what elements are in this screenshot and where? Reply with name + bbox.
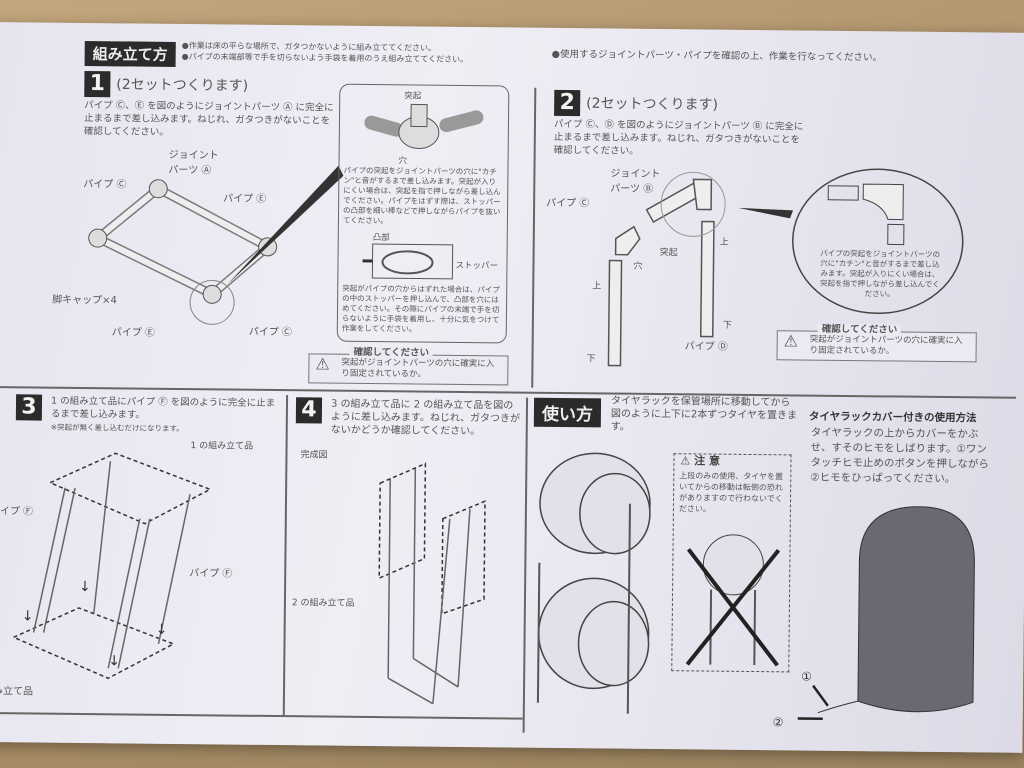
instruction-sheet: 組み立て方 ●作業は床の平らな場所で、ガタつかないように組み立ててください。 ●… <box>0 22 1024 753</box>
warning-icon: ⚠ <box>315 354 330 374</box>
label-hole: 穴 <box>398 156 408 167</box>
step-number: 4 <box>295 397 323 424</box>
warning-icon: ⚠ <box>783 331 799 351</box>
usage-title: 使い方 <box>533 397 602 428</box>
divider <box>522 397 528 733</box>
step3-text: 1 の組み立て品にパイプ Ⓕ を図のように完全に止まるまで差し込みます。 <box>50 395 276 421</box>
cover-text: タイヤラックの上からカバーをかぶせ、すそのヒモをしばります。①ワンタッチヒモ止め… <box>810 426 989 486</box>
label-up: 上 <box>592 280 601 291</box>
step-number: 2 <box>554 89 581 117</box>
svg-text:↓: ↓ <box>156 622 168 638</box>
confirm-box: ⚠ 確認してください 突起がジョイントパーツの穴に確実に入り固定されているか。 <box>776 323 977 363</box>
label-down: 下 <box>586 354 595 364</box>
step-subtitle: (2セットつくります) <box>586 95 719 114</box>
step1-frame-diagram <box>88 165 344 325</box>
caution-heading: ⚠ 注 意 <box>680 452 790 469</box>
detail-text: 突起がパイプの穴からはずれた場合は、パイプの中のストッパーを押し込んで、凸部を穴… <box>341 283 500 334</box>
confirm-title: 確認してください <box>817 323 902 336</box>
step4-heading: 4 <box>295 397 328 424</box>
warning-icon: ⚠ <box>680 454 695 468</box>
label-assembly-2: 2 の組み立て品 <box>291 598 355 609</box>
label-down: 下 <box>723 321 732 331</box>
joint-detail-illustration <box>364 103 484 149</box>
caution-box: ⚠ 注 意 上段のみの使用、タイヤを置いてからの移動は転倒の恐れがありますので行… <box>671 452 792 673</box>
svg-text:↓: ↓ <box>108 653 120 669</box>
do-not-illustration <box>685 534 781 667</box>
detail-text: パイプの突起をジョイントパーツの穴に"カチン"と音がするまで差し込みます。突起が… <box>819 248 941 299</box>
step2-heading: 2 (2セットつくります) <box>554 89 719 118</box>
confirm-text: 突起がジョイントパーツの穴に確実に入り固定されているか。 <box>809 334 963 357</box>
step4-text: 3 の組み立て品に 2 の組み立て品を図のように差し込みます。ねじれ、ガタつきが… <box>330 398 521 438</box>
step-number: 3 <box>15 394 43 421</box>
label-complete: 完成図 <box>300 450 328 461</box>
detail-text: パイプの突起をジョイントパーツの穴に"カチン"と音がするまで差し込みます。突起が… <box>342 165 501 226</box>
label-hole: 穴 <box>633 260 642 272</box>
step-mark-1: ① <box>801 670 812 684</box>
label-protrusion: 突起 <box>404 91 422 102</box>
step4-rack-diagram <box>378 462 486 705</box>
caution-title: 注 意 <box>694 454 721 468</box>
usage-text: タイヤラックを保管場所に移動してから図のように上下に2本ずつタイヤを置きます。 <box>610 395 798 433</box>
arrow-down-icons: ↓ ↓ ↓ ↓ <box>22 579 168 669</box>
confirm-box: ⚠ 確認してください 突起がジョイントパーツの穴に確実に入り固定されているか。 <box>308 346 509 386</box>
caution-text: 上段のみの使用、タイヤを置いてからの移動は転倒の恐れがありますので行わないでくだ… <box>678 471 784 514</box>
confirm-text: 突起がジョイントパーツの穴に確実に入り固定されているか。 <box>341 357 495 380</box>
step-mark-2: ② <box>773 715 784 729</box>
label-protrusion: 突起 <box>660 246 678 258</box>
header-note-right: ●使用するジョイントパーツ・パイプを確認の上、作業を行なってください。 <box>551 48 883 64</box>
step3-note: ※突起が無く差し込むだけになります。 <box>50 422 184 434</box>
stopper-illustration <box>362 243 454 280</box>
cover-title: タイヤラックカバー付きの使用方法 <box>808 410 977 425</box>
svg-text:↓: ↓ <box>79 579 91 595</box>
step3-rack-diagram: ↓ ↓ ↓ ↓ <box>11 452 212 680</box>
tire-cover-illustration: ① ② <box>773 506 975 729</box>
step2-detail-circle <box>792 168 964 315</box>
step3-heading: 3 <box>15 394 48 421</box>
confirm-title: 確認してください <box>349 346 434 359</box>
label-up: 上 <box>720 237 729 248</box>
step2-pipe-diagram: 上 上 下 下 穴 突起 <box>586 171 794 367</box>
svg-text:↓: ↓ <box>22 608 34 624</box>
tire-rack-illustration <box>536 452 651 714</box>
